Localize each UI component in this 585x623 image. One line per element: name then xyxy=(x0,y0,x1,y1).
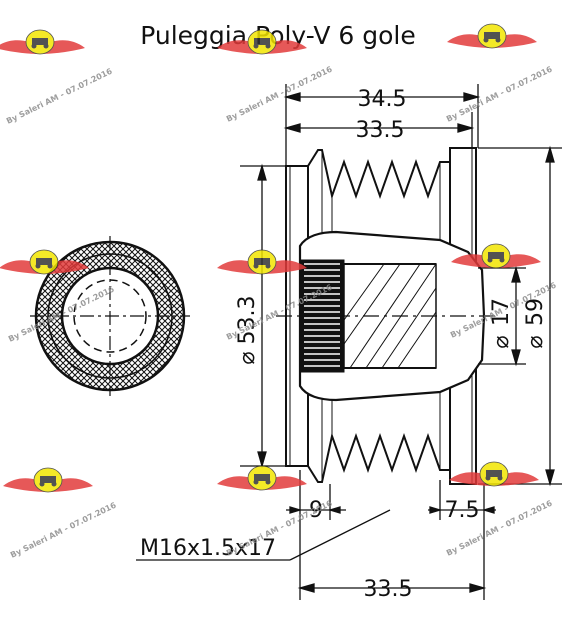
dim-outer-diameter-symbol: ⌀ xyxy=(523,335,548,348)
dim-bottom-33-5: 33.5 xyxy=(364,577,413,602)
watermark-text-7: By Saleri AM - 07.07.2016 xyxy=(9,500,118,559)
watermark-logo-7 xyxy=(2,467,94,493)
watermark-text-1: By Saleri AM - 07.07.2016 xyxy=(5,66,114,125)
section-view xyxy=(276,147,500,485)
dim-outer-diameter-59: 59 xyxy=(523,298,548,326)
end-view xyxy=(30,236,190,396)
dim-left-diameter-53-3: 53.3 xyxy=(235,296,260,345)
watermark-logo-6 xyxy=(450,243,542,269)
dim-left-diameter-symbol: ⌀ xyxy=(235,351,260,364)
dim-top-34-5: 34.5 xyxy=(358,87,407,112)
dim-top-33-5: 33.5 xyxy=(356,118,405,143)
dimension-lines xyxy=(136,84,562,600)
thread-spec: M16x1.5x17 xyxy=(140,536,276,561)
dim-inner-diameter-17: 17 xyxy=(489,298,514,326)
watermark-text-3: By Saleri AM - 07.07.2016 xyxy=(445,64,554,123)
watermark-logo-3 xyxy=(446,23,538,49)
dim-bottom-7-5: 7.5 xyxy=(445,498,480,523)
watermark-logo-5 xyxy=(216,249,308,275)
watermark-logo-9 xyxy=(448,461,540,487)
watermark-logo-8 xyxy=(216,465,308,491)
dim-inner-diameter-symbol: ⌀ xyxy=(489,335,514,348)
dim-bottom-9: 9 xyxy=(309,498,323,523)
watermark-logo-1 xyxy=(0,29,86,55)
watermark-text-8: By Saleri AM - 07.07.2016 xyxy=(225,498,334,557)
watermark-text-2: By Saleri AM - 07.07.2016 xyxy=(225,64,334,123)
